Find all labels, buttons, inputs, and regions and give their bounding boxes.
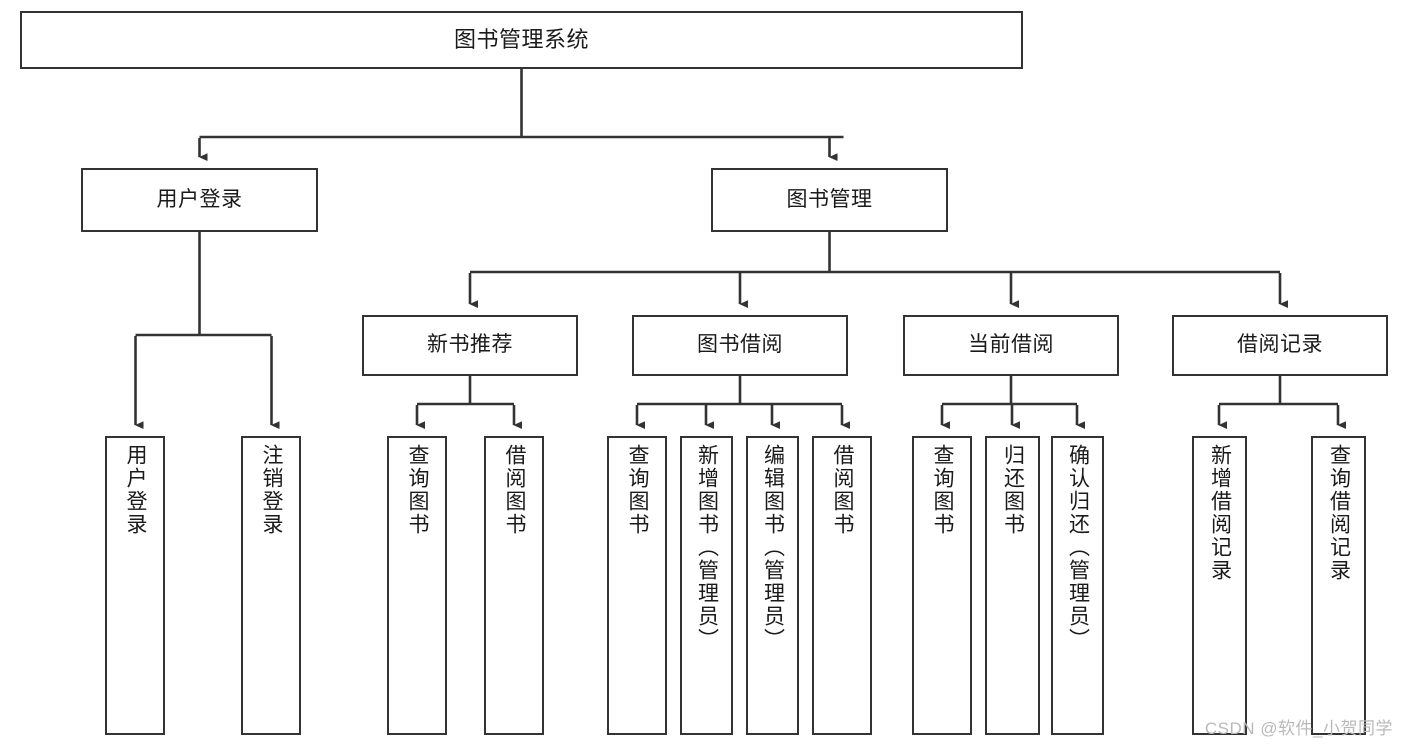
node-label: 当前借阅 [968,333,1054,357]
node-label: 图书管理系统 [453,27,589,53]
node-label: 查询图书 [406,444,430,536]
node-label: 注销登录 [260,444,284,536]
node-label: 查询借阅记录 [1327,444,1351,582]
node-book-borrow[interactable]: 图书借阅 [632,315,848,376]
node-leaf-borrow-book-1[interactable]: 借阅图书 [484,436,544,735]
node-label: 新增图书（管理员） [695,444,719,651]
node-leaf-query-book-3[interactable]: 查询图书 [912,436,972,735]
node-leaf-logout[interactable]: 注销登录 [241,436,301,735]
node-book-manage[interactable]: 图书管理 [711,168,948,232]
node-current-borrow[interactable]: 当前借阅 [903,315,1119,376]
node-label: 查询图书 [931,444,955,536]
node-leaf-borrow-book-2[interactable]: 借阅图书 [812,436,872,735]
node-label: 归还图书 [1001,444,1025,536]
node-user-login[interactable]: 用户登录 [81,168,318,232]
node-leaf-add-borrow-record[interactable]: 新增借阅记录 [1192,436,1247,735]
edge-borrow-record-to-leaves [1217,376,1346,429]
edge-root-to-level2 [198,69,844,161]
node-new-book-recommend[interactable]: 新书推荐 [362,315,578,376]
node-label: 新书推荐 [427,333,513,357]
edge-current-borrow-to-leaves [940,376,1085,429]
node-label: 用户登录 [156,187,243,211]
node-label: 确认归还（管理员） [1066,444,1090,651]
node-label: 借阅记录 [1237,333,1323,357]
node-label: 查询图书 [626,444,650,536]
node-leaf-query-borrow-record[interactable]: 查询借阅记录 [1311,436,1366,735]
node-label: 编辑图书（管理员） [761,444,785,651]
node-label: 图书借阅 [697,333,783,357]
edge-book-borrow-to-leaves [635,376,850,429]
node-label: 图书管理 [786,187,873,211]
node-borrow-record[interactable]: 借阅记录 [1172,315,1388,376]
node-leaf-confirm-return[interactable]: 确认归还（管理员） [1051,436,1104,735]
node-leaf-query-book-2[interactable]: 查询图书 [607,436,667,735]
node-label: 用户登录 [124,444,148,536]
node-leaf-query-book-1[interactable]: 查询图书 [387,436,447,735]
node-leaf-add-book[interactable]: 新增图书（管理员） [680,436,733,735]
watermark-text: CSDN @软件_小贺同学 [1204,719,1393,738]
node-leaf-edit-book[interactable]: 编辑图书（管理员） [746,436,799,735]
edge-new-book-recommend-to-leaves [415,376,522,429]
edge-user-login-to-leaves [134,232,280,429]
node-root-system-title[interactable]: 图书管理系统 [20,11,1023,69]
node-label: 新增借阅记录 [1208,444,1232,582]
node-label: 借阅图书 [503,444,527,536]
edge-book-manage-to-level3 [468,232,1288,308]
node-leaf-return-book[interactable]: 归还图书 [985,436,1040,735]
node-leaf-user-login[interactable]: 用户登录 [105,436,165,735]
node-label: 借阅图书 [831,444,855,536]
